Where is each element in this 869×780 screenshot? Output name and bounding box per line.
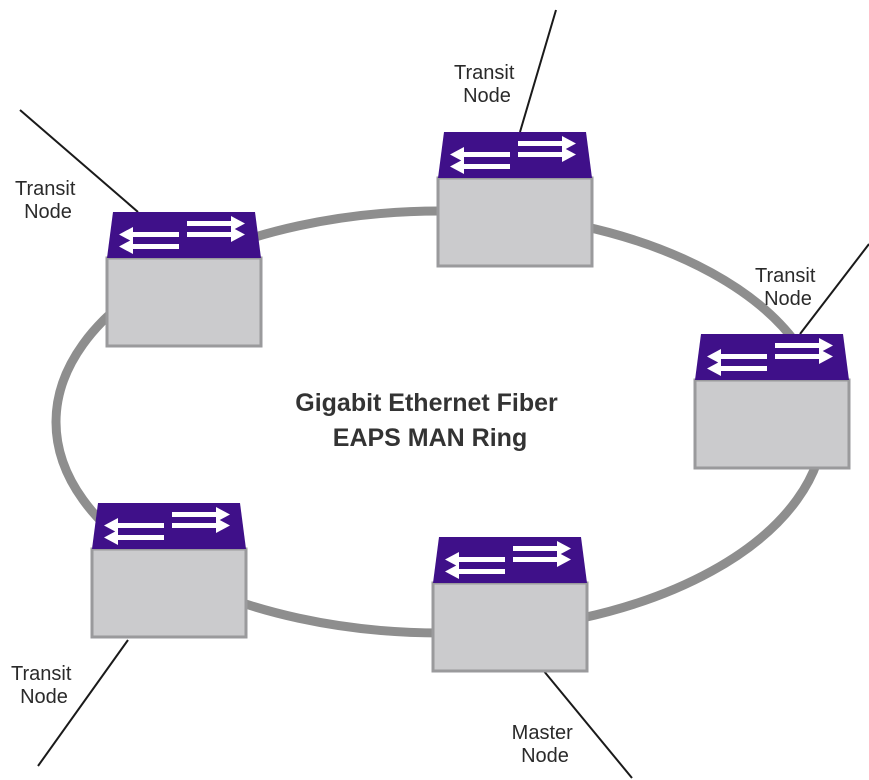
uplink-lines: [19, 9, 869, 779]
uplink-line-right: [799, 243, 869, 335]
uplink-line-lower-left: [37, 639, 129, 767]
switch-node-bottom: [431, 535, 589, 673]
diagram-title: Gigabit Ethernet Fiber EAPS MAN Ring: [295, 389, 564, 452]
node-label-lower-left: Transit Node: [11, 663, 77, 708]
node-label-bottom: Master Node: [512, 722, 579, 767]
switch-node-top: [436, 130, 594, 268]
network-switch-icon: [693, 332, 851, 470]
node-label-right: Transit Node: [755, 265, 821, 310]
uplink-line-top: [519, 9, 557, 133]
uplink-line-upper-left: [19, 109, 139, 213]
network-switch-icon: [105, 210, 263, 348]
switch-node-upper-left: [105, 210, 263, 348]
network-switch-icon: [90, 501, 248, 639]
switch-node-right: [693, 332, 851, 470]
node-label-upper-left: Transit Node: [15, 178, 81, 223]
switch-node-lower-left: [90, 501, 248, 639]
network-switch-icon: [431, 535, 589, 673]
uplink-line-bottom: [542, 669, 633, 779]
node-label-top: Transit Node: [454, 62, 520, 107]
network-switch-icon: [436, 130, 594, 268]
